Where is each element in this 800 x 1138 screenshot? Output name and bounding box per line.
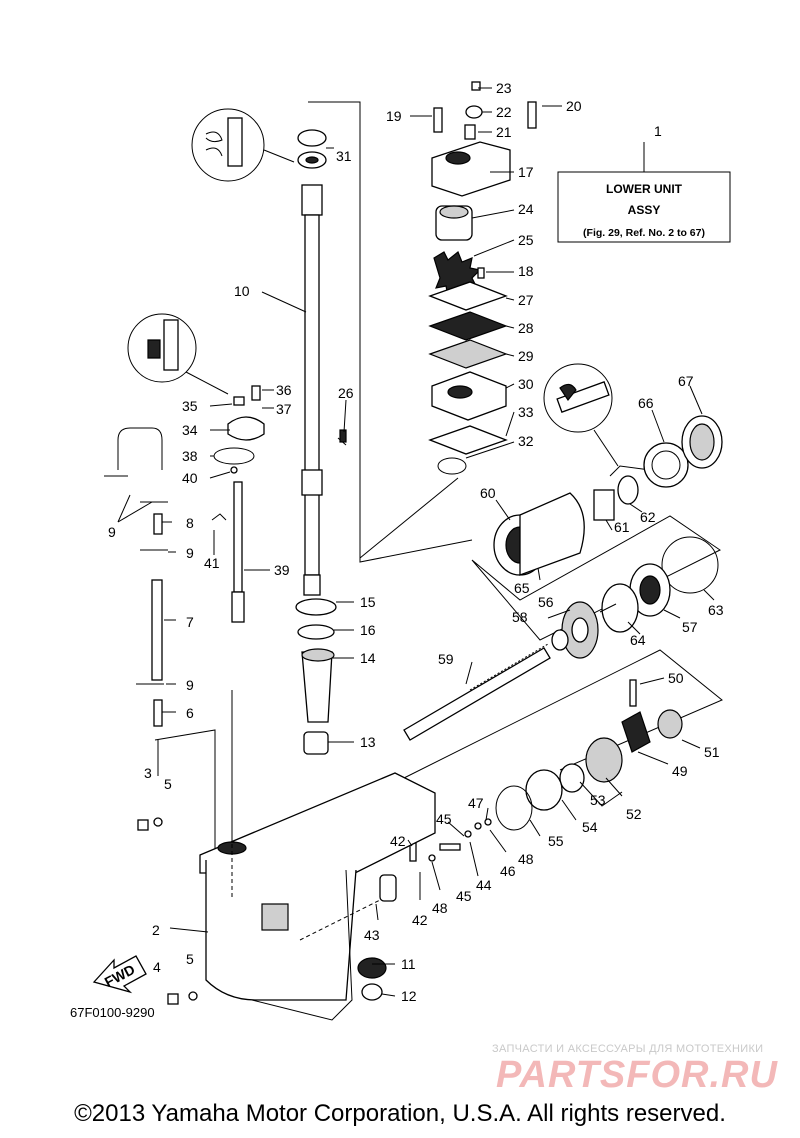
propeller-shaft-assembly	[403, 601, 683, 831]
callout-10: 10	[234, 283, 250, 299]
callout-18: 18	[518, 263, 534, 279]
callout-45-upper: 45	[436, 811, 452, 827]
callout-38: 38	[182, 448, 198, 464]
callout-45-lower: 45	[456, 888, 472, 904]
callout-35: 35	[182, 398, 198, 414]
pinion-assembly	[357, 818, 492, 1001]
callout-27: 27	[518, 292, 534, 308]
callout-64: 64	[630, 632, 646, 648]
callout-52: 52	[626, 806, 642, 822]
callout-25: 25	[518, 232, 534, 248]
callout-46: 46	[500, 863, 516, 879]
callout-5-upper: 5	[164, 776, 172, 792]
callout-19: 19	[386, 108, 402, 124]
callout-32: 32	[518, 433, 534, 449]
callout-42-upper: 42	[390, 833, 406, 849]
title-line-1: LOWER UNIT	[606, 182, 683, 196]
watermark-tagline: ЗАПЧАСТИ И АКСЕССУАРЫ ДЛЯ МОТОТЕХНИКИ	[492, 1043, 764, 1055]
callout-29: 29	[518, 348, 534, 364]
callout-16: 16	[360, 622, 376, 638]
callout-3: 3	[144, 765, 152, 781]
copyright-notice: ©2013 Yamaha Motor Corporation, U.S.A. A…	[74, 1100, 726, 1127]
callout-65: 65	[514, 580, 530, 596]
forward-direction-arrow: FWD	[92, 955, 147, 994]
callout-20: 20	[566, 98, 582, 114]
callout-30: 30	[518, 376, 534, 392]
callout-40: 40	[182, 470, 198, 486]
callout-8: 8	[186, 515, 194, 531]
callout-57: 57	[682, 619, 698, 635]
title-line-2: ASSY	[628, 203, 661, 217]
callout-47: 47	[468, 795, 484, 811]
shift-rod-assembly	[211, 385, 265, 623]
grease-symbol-circle-left	[127, 313, 229, 395]
callout-34: 34	[182, 422, 198, 438]
bearing-housing-assembly	[493, 415, 723, 633]
watermark-logo: PARTSFOR.RU	[496, 1054, 778, 1096]
callout-9-bottom: 9	[186, 677, 194, 693]
callout-51: 51	[704, 744, 720, 760]
fasteners	[137, 817, 198, 1005]
callout-37: 37	[276, 401, 292, 417]
callout-67: 67	[678, 373, 694, 389]
callout-43: 43	[364, 927, 380, 943]
callout-14: 14	[360, 650, 376, 666]
callout-13: 13	[360, 734, 376, 750]
callout-2: 2	[152, 922, 160, 938]
callout-24: 24	[518, 201, 534, 217]
leader-lines	[117, 87, 715, 997]
callout-54: 54	[582, 819, 598, 835]
callout-23: 23	[496, 80, 512, 96]
callout-56: 56	[538, 594, 554, 610]
callout-33: 33	[518, 404, 534, 420]
assembly-title-box: LOWER UNIT ASSY (Fig. 29, Ref. No. 2 to …	[557, 142, 731, 243]
callout-numbers: 1 2 3 4 5 5 6 7 8 9 9 9 10 11 12 13 14 1…	[108, 80, 724, 1004]
callout-5-lower: 5	[186, 951, 194, 967]
callout-11: 11	[401, 956, 416, 972]
callout-66: 66	[638, 395, 654, 411]
callout-63: 63	[708, 602, 724, 618]
callout-4: 4	[153, 959, 161, 975]
callout-36: 36	[276, 382, 292, 398]
callout-9-middle: 9	[186, 545, 194, 561]
callout-48-right: 48	[518, 851, 534, 867]
callout-26: 26	[338, 385, 354, 401]
callout-53: 53	[590, 792, 606, 808]
callout-41: 41	[204, 555, 220, 571]
water-pump-stack	[428, 81, 537, 475]
grease-symbol-circle-right	[543, 363, 619, 467]
callout-58: 58	[512, 609, 528, 625]
lower-case-housing	[199, 690, 436, 1021]
callout-39: 39	[274, 562, 290, 578]
callout-42-lower: 42	[412, 912, 428, 928]
callout-60: 60	[480, 485, 496, 501]
callout-28: 28	[518, 320, 534, 336]
callout-17: 17	[518, 164, 534, 180]
diagram-code: 67F0100-9290	[70, 1005, 155, 1020]
callout-31: 31	[336, 148, 352, 164]
callout-1: 1	[654, 123, 662, 139]
callout-44: 44	[476, 877, 492, 893]
callout-12: 12	[401, 988, 417, 1004]
callout-7: 7	[186, 614, 194, 630]
callout-15: 15	[360, 594, 376, 610]
callout-61: 61	[614, 519, 630, 535]
callout-22: 22	[496, 104, 512, 120]
callout-9-top: 9	[108, 524, 116, 540]
title-line-3: (Fig. 29, Ref. No. 2 to 67)	[583, 227, 705, 239]
callout-49: 49	[672, 763, 688, 779]
callout-21: 21	[496, 124, 512, 140]
grease-symbol-circle-top	[191, 108, 295, 182]
shift-linkage	[104, 427, 168, 727]
callout-48-left: 48	[432, 900, 448, 916]
callout-62: 62	[640, 509, 656, 525]
drive-shaft-assembly	[295, 129, 347, 755]
callout-59: 59	[438, 651, 454, 667]
callout-55: 55	[548, 833, 564, 849]
callout-6: 6	[186, 705, 194, 721]
callout-50: 50	[668, 670, 684, 686]
